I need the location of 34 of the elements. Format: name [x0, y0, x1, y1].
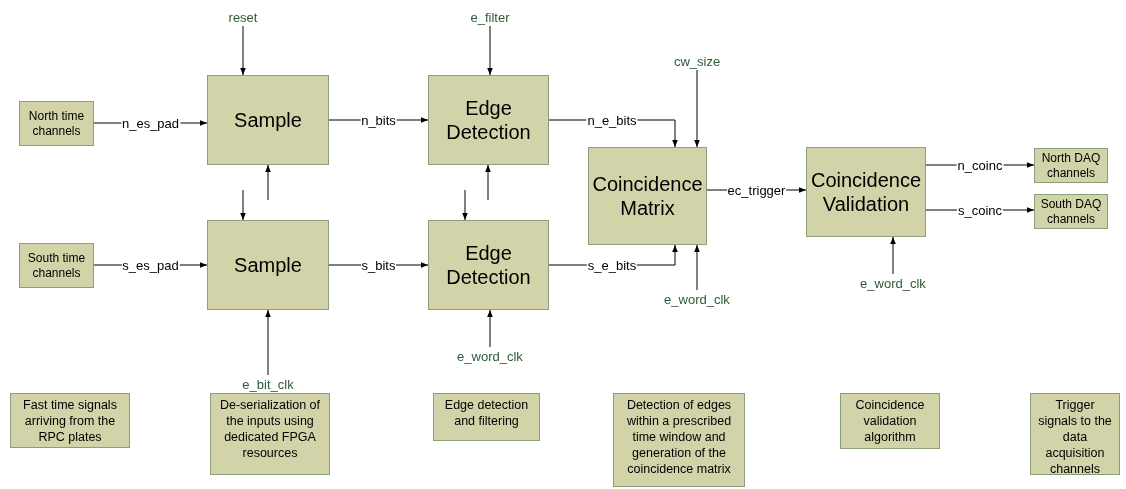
channel-box: North DAQ channels — [1034, 148, 1108, 183]
arrow — [890, 236, 896, 275]
process-box: Coincidence Matrix — [588, 147, 707, 245]
description-box: Trigger signals to the data acquisition channels — [1030, 393, 1120, 475]
signal-label: e_word_clk — [662, 290, 732, 308]
signal-label: reset — [223, 8, 263, 26]
arrow — [265, 309, 271, 376]
process-box: Edge Detection — [428, 220, 549, 310]
arrow — [485, 164, 491, 201]
channel-box: South DAQ channels — [1034, 194, 1108, 229]
signal-label: cw_size — [670, 52, 724, 70]
arrow — [240, 189, 246, 221]
description-box: Detection of edges within a prescribed time window and generation of the coincidence matrix — [613, 393, 745, 487]
signal-label: e_word_clk — [455, 347, 525, 365]
process-box: Coincidence Validation — [806, 147, 926, 237]
description-box: Edge detection and filtering — [433, 393, 540, 441]
arrow — [462, 189, 468, 221]
arrow — [487, 25, 493, 76]
signal-label: e_filter — [462, 8, 518, 26]
description-box: Fast time signals arriving from the RPC plates — [10, 393, 130, 448]
process-box: Sample — [207, 75, 329, 165]
process-box: Edge Detection — [428, 75, 549, 165]
arrow — [240, 25, 246, 76]
process-box: Sample — [207, 220, 329, 310]
arrow — [265, 164, 271, 201]
description-box: De-serialization of the inputs using dedicated FPGA resources — [210, 393, 330, 475]
channel-box: North time channels — [19, 101, 94, 146]
arrow — [694, 244, 700, 291]
arrow — [694, 69, 700, 148]
signal-label: e_bit_clk — [238, 375, 298, 393]
description-box: Coincidence validation algorithm — [840, 393, 940, 449]
signal-label: e_word_clk — [858, 274, 928, 292]
arrow — [487, 309, 493, 348]
channel-box: South time channels — [19, 243, 94, 288]
